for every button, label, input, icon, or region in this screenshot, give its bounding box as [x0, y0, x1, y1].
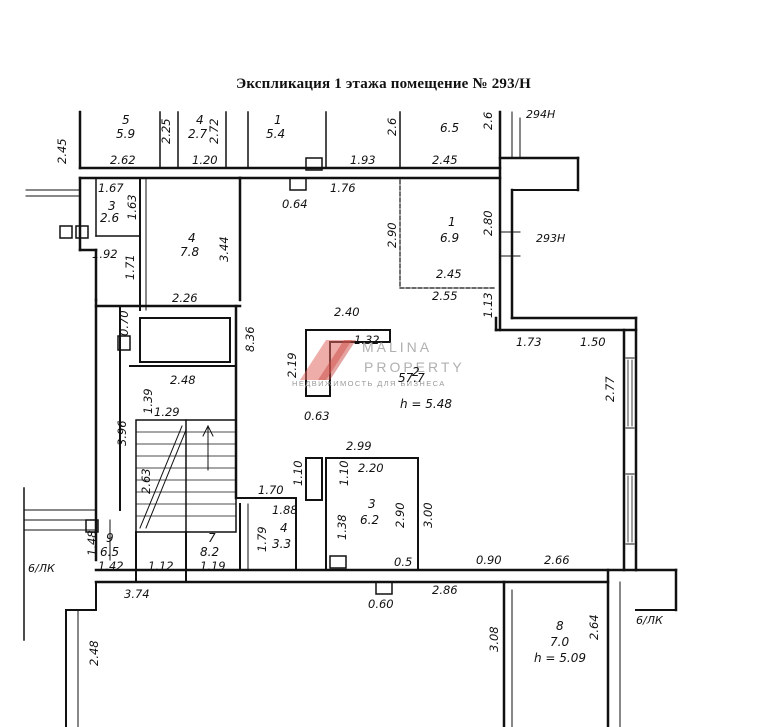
dim-060: 0.60	[368, 597, 394, 611]
dim-290b: 2.90	[393, 502, 407, 528]
dim-272: 2.72	[207, 118, 221, 144]
room-4-area: 3.3	[272, 537, 291, 551]
dim-113: 1.13	[481, 292, 495, 318]
dim-148: 1.48	[85, 530, 99, 556]
dim-277: 2.77	[603, 376, 617, 402]
dim-263: 2.63	[139, 468, 153, 494]
room-9-area: 6.5	[100, 545, 119, 559]
dim-132: 1.32	[354, 333, 380, 347]
dim-129: 1.29	[154, 405, 180, 419]
dim-138: 1.38	[335, 514, 349, 540]
dim-112: 1.12	[148, 559, 174, 573]
dim-170: 1.70	[258, 483, 284, 497]
dim-192: 1.92	[92, 247, 118, 261]
dim-374: 3.74	[124, 587, 150, 601]
room-1-area: 6.9	[440, 231, 459, 245]
room-l4-num: 4	[188, 231, 196, 245]
dim-173: 1.73	[516, 335, 542, 349]
room-top3-area: 5.4	[266, 127, 285, 141]
dim-290a: 2.90	[385, 222, 399, 248]
dim-167: 1.67	[98, 181, 124, 195]
watermark-subtitle: НЕДВИЖИМОСТЬ ДЛЯ БИЗНЕСА	[292, 379, 446, 388]
room-2-height: h = 5.48	[400, 397, 452, 411]
room-8-height: h = 5.09	[534, 651, 586, 665]
dim-299: 2.99	[346, 439, 372, 453]
dim-245b: 2.45	[432, 153, 458, 167]
dim-188: 1.88	[272, 503, 298, 517]
room-3-area: 6.2	[360, 513, 379, 527]
dim-26a: 2.6	[385, 118, 399, 136]
dim-179: 1.79	[255, 526, 269, 552]
dim-300: 3.00	[421, 502, 435, 528]
room-top3-num: 1	[274, 113, 282, 127]
dim-266: 2.66	[544, 553, 570, 567]
dim-150: 1.50	[580, 335, 606, 349]
room-4-num: 4	[280, 521, 288, 535]
dim-119: 1.19	[200, 559, 226, 573]
room-top2-area: 2.7	[188, 127, 207, 141]
dim-05: 0.5	[394, 555, 412, 569]
dim-064: 0.64	[282, 197, 308, 211]
dim-219: 2.19	[285, 352, 299, 378]
room-3-num: 3	[368, 497, 376, 511]
room-top1-num: 5	[122, 113, 130, 127]
dim-163: 1.63	[125, 194, 139, 220]
dim-110b: 1.10	[337, 460, 351, 486]
plan-title: Экспликация 1 этажа помещение № 293/Н	[235, 76, 532, 92]
room-top1-area: 5.9	[116, 127, 135, 141]
room-2-num: 2	[412, 365, 420, 379]
dim-110a: 1.10	[291, 460, 305, 486]
dim-248: 2.48	[170, 373, 196, 387]
room-top4-area: 6.5	[440, 121, 459, 135]
dim-245a: 2.45	[55, 138, 69, 164]
unit-label-main: 293Н	[536, 232, 565, 245]
dim-090: 0.90	[476, 553, 502, 567]
dim-26b: 2.6	[481, 112, 495, 130]
dim-142: 1.42	[98, 559, 124, 573]
walls	[23, 110, 678, 727]
watermark-brand-1: MALINA	[362, 339, 432, 355]
room-2-area: 57.7	[398, 371, 425, 385]
room-l3-num: 3	[108, 199, 116, 213]
dim-171: 1.71	[123, 254, 137, 280]
dim-245c: 2.45	[436, 267, 462, 281]
room-7-area: 8.2	[200, 545, 219, 559]
unit-label-neighbor: 294Н	[526, 108, 555, 121]
room-1-num: 1	[448, 215, 456, 229]
room-8-num: 8	[556, 619, 564, 633]
dim-308: 3.08	[487, 626, 501, 652]
dim-220: 2.20	[358, 461, 384, 475]
room-8-area: 7.0	[550, 635, 569, 649]
room-l3-area: 2.6	[100, 211, 119, 225]
dim-176: 1.76	[330, 181, 356, 195]
room-l4-area: 7.8	[180, 245, 199, 259]
watermark: MALINA PROPERTY НЕДВИЖИМОСТЬ ДЛЯ БИЗНЕСА	[292, 339, 465, 388]
dim-264: 2.64	[587, 614, 601, 640]
dim-063: 0.63	[304, 409, 330, 423]
room-7-num: 7	[208, 531, 216, 545]
dim-255: 2.55	[432, 289, 458, 303]
dim-120: 1.20	[192, 153, 218, 167]
dim-286: 2.86	[432, 583, 458, 597]
unit-label-lk-right: 6/ЛК	[636, 614, 664, 627]
dim-836: 8.36	[243, 326, 257, 352]
dim-139: 1.39	[141, 388, 155, 414]
dim-280: 2.80	[481, 210, 495, 236]
dim-070: 0.70	[117, 310, 131, 336]
dim-193: 1.93	[350, 153, 376, 167]
dim-396: 3.96	[115, 420, 129, 446]
room-9-num: 9	[106, 531, 114, 545]
dim-344: 3.44	[217, 236, 231, 262]
dim-225: 2.25	[159, 118, 173, 144]
room-top2-num: 4	[196, 113, 204, 127]
unit-label-lk-left: 6/ЛК	[28, 562, 56, 575]
watermark-brand-2: PROPERTY	[364, 359, 465, 375]
dim-262: 2.62	[110, 153, 136, 167]
dim-240: 2.40	[334, 305, 360, 319]
dim-248b: 2.48	[87, 640, 101, 666]
dim-226: 2.26	[172, 291, 198, 305]
